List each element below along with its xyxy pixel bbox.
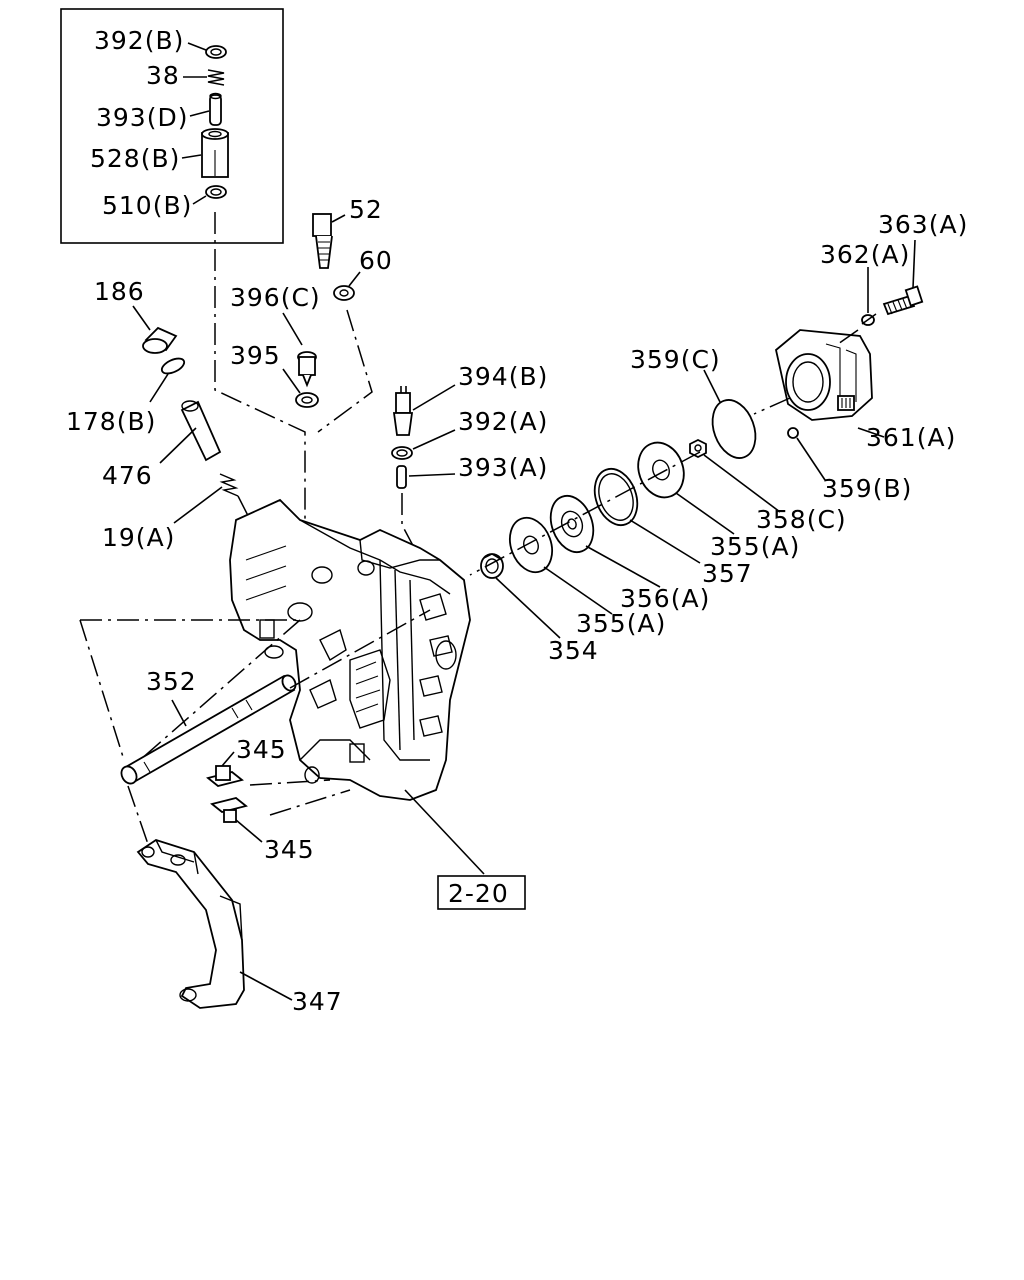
- part-393d-pin[interactable]: [209, 92, 222, 126]
- part-476-sleeve[interactable]: [180, 400, 222, 462]
- label-361a: 361(A): [866, 423, 956, 452]
- label-19a: 19(A): [102, 523, 175, 552]
- part-361a-cover[interactable]: [775, 329, 873, 421]
- label-359b: 359(B): [822, 474, 912, 503]
- part-38-spring[interactable]: [207, 69, 225, 86]
- part-347-fork[interactable]: [136, 839, 245, 1009]
- label-393a: 393(A): [458, 453, 548, 482]
- part-393a-pin[interactable]: [396, 465, 407, 489]
- part-354-seal[interactable]: [480, 553, 504, 579]
- part-528b-plug[interactable]: [201, 128, 229, 178]
- label-510b: 510(B): [102, 191, 192, 220]
- part-392a-washer[interactable]: [391, 446, 413, 460]
- part-52-bolt[interactable]: [312, 213, 333, 269]
- label-393d: 393(D): [96, 103, 188, 132]
- label-394b: 394(B): [458, 362, 548, 391]
- label-186: 186: [94, 277, 145, 306]
- part-395-washer[interactable]: [295, 392, 319, 408]
- ref-box-2-20[interactable]: [437, 875, 526, 910]
- label-359c: 359(C): [630, 345, 721, 374]
- part-394b-switch[interactable]: [392, 386, 414, 436]
- label-60: 60: [359, 246, 393, 275]
- part-359b-oring[interactable]: [787, 427, 799, 439]
- label-362a: 362(A): [820, 240, 910, 269]
- part-19a-spring[interactable]: [219, 473, 239, 497]
- part-396c-fitting[interactable]: [297, 351, 317, 388]
- part-186-plug[interactable]: [142, 326, 178, 354]
- part-392b-washer[interactable]: [205, 45, 227, 59]
- inset-box: [60, 8, 284, 244]
- part-345-bolt-top[interactable]: [206, 765, 244, 787]
- label-ref-2-20: 2-20: [448, 879, 509, 908]
- label-363a: 363(A): [878, 210, 968, 239]
- part-359c-oring[interactable]: [705, 394, 763, 464]
- label-178b: 178(B): [66, 407, 156, 436]
- part-363a-bolt[interactable]: [882, 285, 924, 316]
- label-38: 38: [146, 61, 180, 90]
- label-357: 357: [702, 559, 753, 588]
- label-347: 347: [292, 987, 343, 1016]
- label-355a-bottom: 355(A): [576, 609, 666, 638]
- label-392b: 392(B): [94, 26, 184, 55]
- label-392a: 392(A): [458, 407, 548, 436]
- part-358c-nut[interactable]: [689, 438, 707, 459]
- part-352-shaft[interactable]: [118, 673, 298, 786]
- transmission-case[interactable]: [229, 498, 471, 801]
- label-52: 52: [349, 195, 383, 224]
- label-345-top: 345: [236, 735, 287, 764]
- label-352: 352: [146, 667, 197, 696]
- label-476: 476: [102, 461, 153, 490]
- label-528b: 528(B): [90, 144, 180, 173]
- label-354: 354: [548, 636, 599, 665]
- label-358c: 358(C): [756, 505, 847, 534]
- part-178b-washer[interactable]: [160, 355, 187, 376]
- part-60-washer[interactable]: [333, 285, 355, 301]
- part-355a-disc-bottom[interactable]: [503, 512, 560, 578]
- label-356a: 356(A): [620, 584, 710, 613]
- part-355a-disc-top[interactable]: [631, 436, 691, 504]
- part-345-bolt-bottom[interactable]: [210, 797, 248, 823]
- label-395: 395: [230, 341, 281, 370]
- label-345-bottom: 345: [264, 835, 315, 864]
- part-510b-washer[interactable]: [205, 185, 227, 199]
- label-355a-top: 355(A): [710, 532, 800, 561]
- label-396c: 396(C): [230, 283, 321, 312]
